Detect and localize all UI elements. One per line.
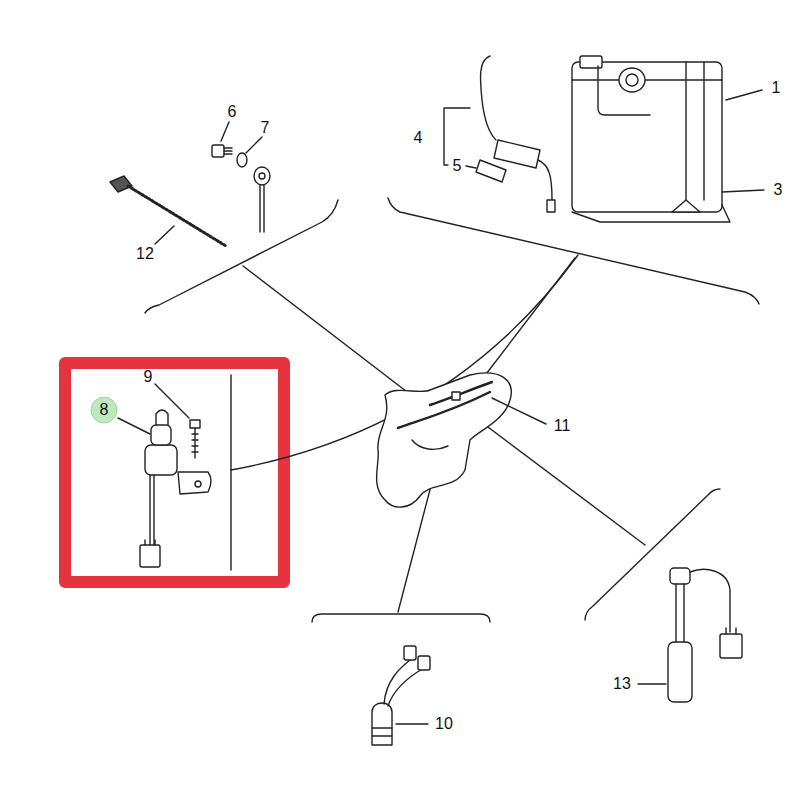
pointer-line: [243, 266, 428, 408]
leader-line: [221, 122, 229, 141]
pointer-line: [468, 412, 645, 545]
callout-number: 12: [136, 246, 154, 262]
strap-loop: [672, 200, 700, 212]
callout-number: 9: [144, 369, 153, 385]
callout-number: 11: [554, 418, 571, 434]
callout-number: 8: [100, 402, 109, 418]
highlight-dot: [91, 397, 117, 423]
bolt: [192, 428, 198, 458]
leader-line: [396, 723, 428, 724]
battery-strap: [686, 62, 704, 200]
view-bracket: [145, 200, 338, 313]
sensor: [638, 568, 742, 702]
leader-line: [726, 90, 762, 100]
frame-outline: [377, 373, 512, 507]
fuse: [476, 160, 506, 182]
cable-tie: [110, 176, 226, 246]
callout-number: 13: [613, 676, 631, 692]
screw-and-washer: [212, 122, 270, 232]
view-bracket: [312, 614, 490, 622]
leader-line: [155, 226, 174, 244]
leader-line: [466, 166, 476, 168]
view-bracket: [585, 489, 720, 620]
leader-line: [722, 190, 764, 192]
leader-line: [492, 398, 546, 424]
highlight-frame: [65, 363, 284, 582]
plug-cap: [372, 646, 430, 745]
battery: [572, 56, 764, 222]
relay: [118, 384, 211, 567]
bolt: [190, 420, 200, 428]
callout-number: 7: [261, 120, 270, 136]
leader-line: [155, 384, 189, 418]
callout-number: 1: [772, 80, 781, 96]
callout-number: 10: [435, 716, 453, 732]
leader-line: [118, 418, 150, 434]
leader-line: [638, 683, 666, 684]
callout-number: 5: [453, 158, 462, 174]
callout-number: 6: [228, 104, 237, 120]
leader-line: [246, 137, 262, 153]
view-bracket: [388, 198, 759, 304]
callout-number: 3: [774, 182, 783, 198]
callout-number: 4: [414, 130, 423, 146]
section-line: [230, 375, 231, 570]
fuse-holder: [444, 56, 555, 212]
